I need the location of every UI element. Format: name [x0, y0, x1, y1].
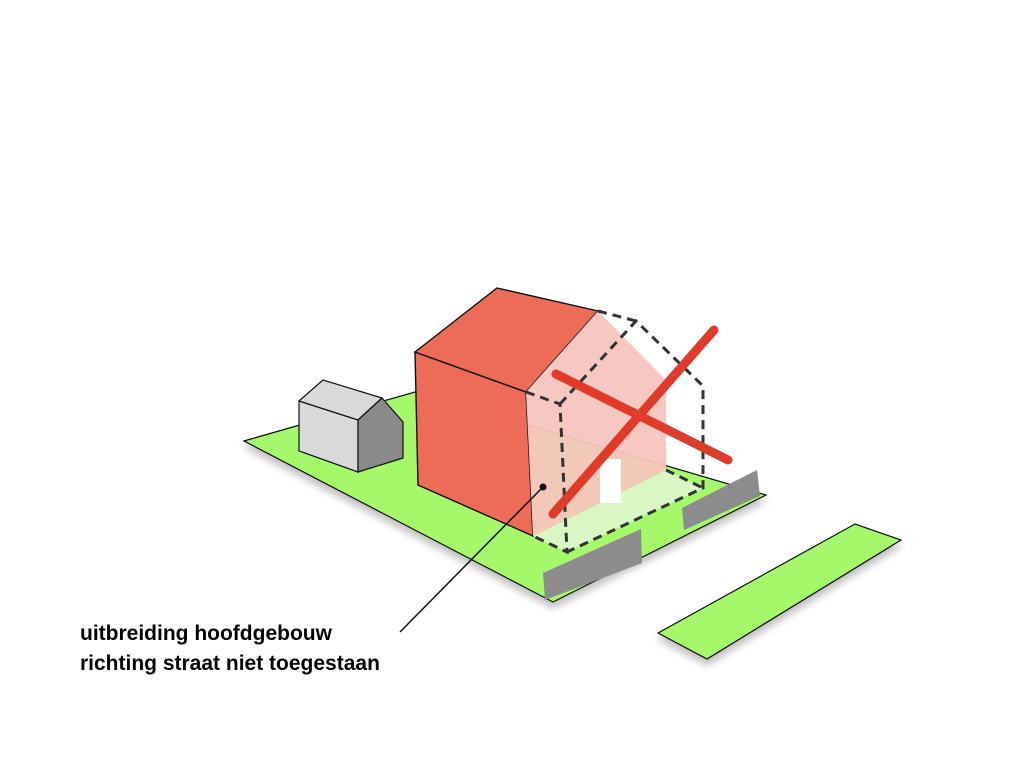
caption-line-1: uitbreiding hoofdgebouw [80, 622, 332, 645]
extension-footprint [533, 470, 703, 552]
shed-side [357, 397, 404, 473]
caption: uitbreiding hoofdgebouw richting straat … [80, 619, 380, 679]
cross-mark [548, 325, 733, 519]
extension-outline [525, 309, 705, 555]
caption-line-2: richting straat niet toegestaan [80, 652, 380, 675]
leader-line [399, 486, 544, 633]
door [600, 459, 621, 503]
hedge-right [682, 470, 760, 530]
street-strip [656, 523, 903, 660]
extension-gable [526, 311, 666, 536]
shed [297, 379, 404, 473]
leader-dot [539, 483, 547, 491]
hedge-left [543, 529, 642, 600]
